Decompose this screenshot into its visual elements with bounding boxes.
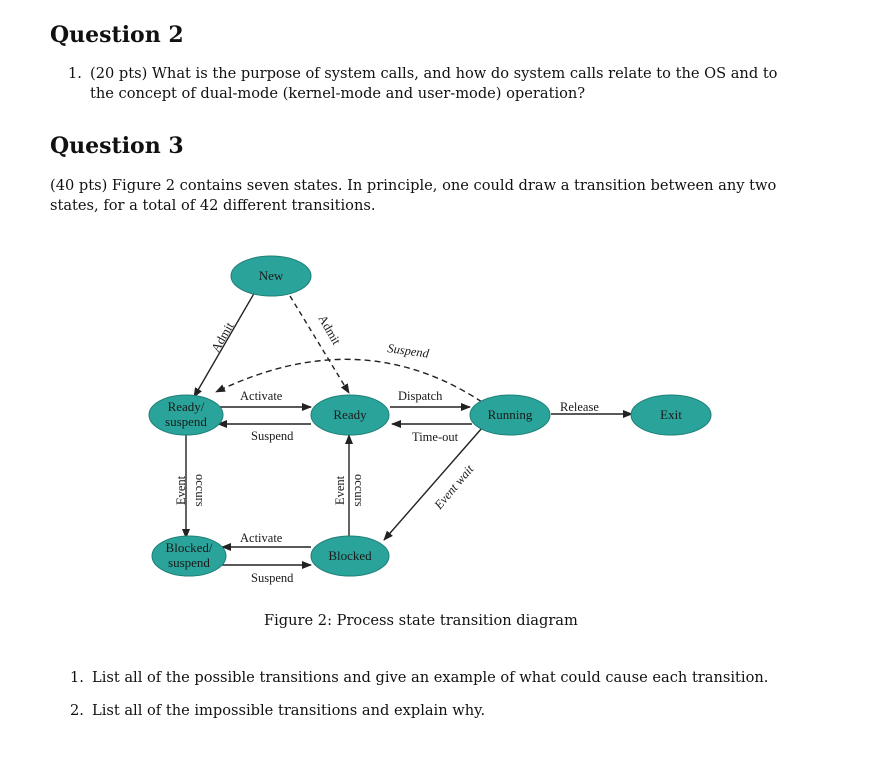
node-exit-label: Exit <box>660 407 682 422</box>
node-running-label: Running <box>488 407 533 422</box>
question-3-paragraph: (40 pts) Figure 2 contains seven states.… <box>50 176 810 216</box>
node-exit: Exit <box>630 394 712 436</box>
admit-right-label: Admit <box>315 313 343 348</box>
node-ready: Ready <box>310 394 390 436</box>
event-occurs-left-label-1: Event <box>174 475 188 505</box>
event-occurs-mid-label-1: Event <box>333 475 347 505</box>
suspend-mid-label: Suspend <box>251 429 294 443</box>
process-state-diagram: New Ready/ suspend Ready Running Exit Bl… <box>148 255 712 585</box>
figure-caption: Figure 2: Process state transition diagr… <box>264 612 578 629</box>
task-number: 2. <box>70 702 84 719</box>
event-wait-arrow <box>383 427 483 541</box>
activate-bottom-label: Activate <box>240 531 283 545</box>
question-3-line2: states, for a total of 42 different tran… <box>50 197 376 214</box>
question-3-line1: (40 pts) Figure 2 contains seven states.… <box>50 177 777 194</box>
node-running: Running <box>469 394 551 436</box>
task-item-2: 2. List all of the impossible transitions… <box>70 702 485 719</box>
task-text: List all of the impossible transitions a… <box>92 702 486 719</box>
node-new-label: New <box>259 268 284 283</box>
admit-left-arrow <box>193 289 257 398</box>
node-blocked: Blocked <box>310 535 390 577</box>
node-ready-label: Ready <box>333 407 367 422</box>
question-2-item: 1. (20 pts) What is the purpose of syste… <box>68 64 808 104</box>
node-ready-suspend-label-1: Ready/ <box>168 399 205 414</box>
question-3-heading: Question 3 <box>50 133 184 159</box>
task-item-1: 1. List all of the possible transitions a… <box>70 669 768 686</box>
question-2-text-line1: (20 pts) What is the purpose of system c… <box>90 65 778 82</box>
node-new: New <box>230 255 312 297</box>
node-blocked-label: Blocked <box>328 548 372 563</box>
node-ready-suspend-label-2: suspend <box>165 414 207 429</box>
node-blocked-suspend-label-1: Blocked/ <box>166 540 213 555</box>
node-ready-suspend: Ready/ suspend <box>148 394 224 436</box>
timeout-label: Time-out <box>412 430 459 444</box>
task-number: 1. <box>70 669 84 686</box>
event-occurs-mid-label-2: occurs <box>352 474 366 507</box>
node-blocked-suspend: Blocked/ suspend <box>151 535 227 577</box>
task-text: List all of the possible transitions and… <box>92 669 769 686</box>
event-wait-label: Event wait <box>431 462 477 513</box>
dispatch-label: Dispatch <box>398 389 443 403</box>
release-label: Release <box>560 400 599 414</box>
question-2-text-line2: the concept of dual-mode (kernel-mode an… <box>90 85 586 102</box>
suspend-bottom-label: Suspend <box>251 571 294 585</box>
suspend-top-label: Suspend <box>387 341 431 361</box>
activate-top-label: Activate <box>240 389 283 403</box>
event-occurs-left-label-2: occurs <box>193 474 207 507</box>
node-blocked-suspend-label-2: suspend <box>168 555 210 570</box>
item-number: 1. <box>68 65 82 82</box>
admit-left-label: Admit <box>208 319 236 354</box>
question-2-heading: Question 2 <box>50 22 184 48</box>
admit-right-arrow <box>289 295 350 394</box>
